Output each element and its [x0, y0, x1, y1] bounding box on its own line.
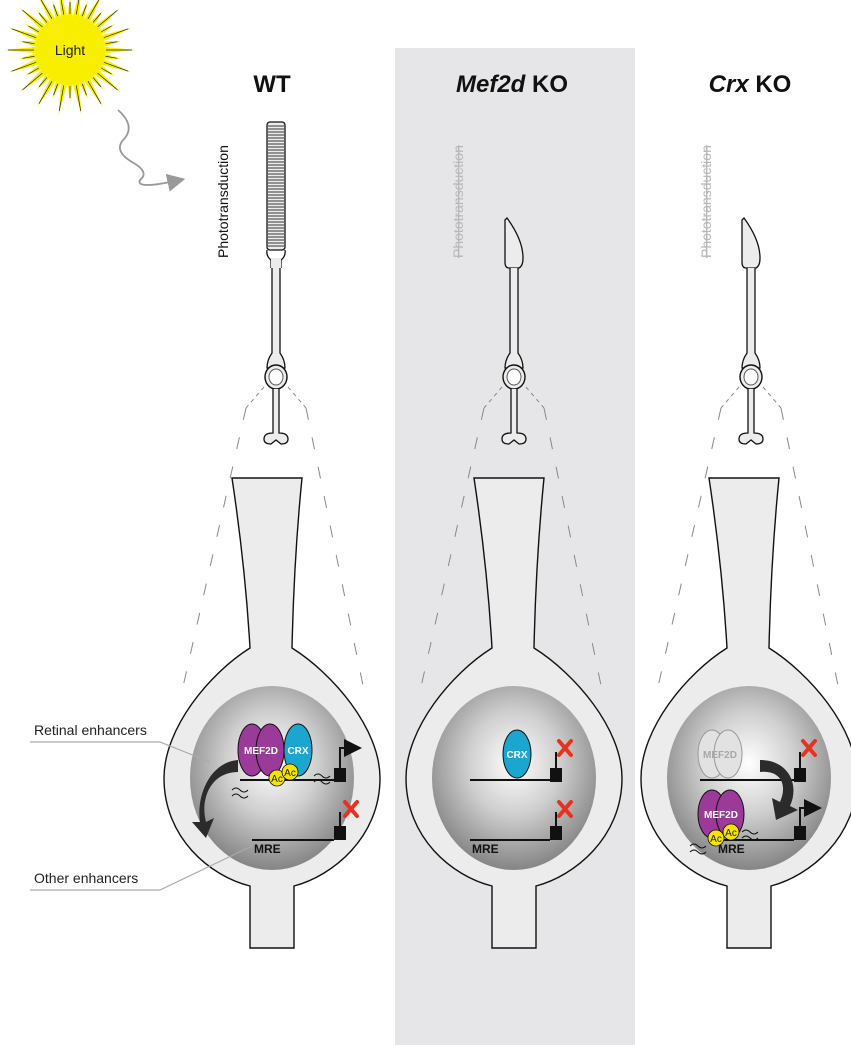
other-enhancers-label: Other enhancers [34, 870, 138, 886]
mre-label: MRE [254, 842, 281, 856]
phototransduction-label-crx-ko: Phototransduction [698, 145, 714, 258]
mef2d-protein-label: MEF2D [704, 810, 738, 821]
sun-label: Light [55, 42, 85, 58]
retinal-enhancers-label: Retinal enhancers [34, 722, 147, 738]
rod-photoreceptor-crx-ko [721, 218, 781, 444]
acetylation-label: Ac [271, 774, 283, 785]
crx-protein-label: CRX [287, 746, 308, 757]
promoter-box [334, 768, 346, 782]
mre-label: MRE [718, 842, 745, 856]
mre-label: MRE [472, 842, 499, 856]
light-wave-arrow [118, 110, 180, 185]
rod-photoreceptor-wt [246, 122, 306, 444]
cell-body-wt [164, 478, 380, 948]
crx-protein-label: CRX [506, 750, 527, 761]
phototransduction-label-mef2d-ko: Phototransduction [450, 145, 466, 258]
cell-body-crx-ko [641, 478, 851, 948]
mef2d-protein-label: MEF2D [244, 746, 278, 757]
panel-title-wt: WT [253, 71, 291, 98]
mef2d-faded-label: MEF2D [703, 750, 737, 761]
panel-title-mef2d-ko: Mef2d KO [456, 71, 568, 98]
svg-text:Ac: Ac [725, 828, 737, 839]
panel-title-crx-ko: Crx KO [709, 71, 792, 98]
phototransduction-label-wt: Phototransduction [215, 145, 231, 258]
svg-text:Ac: Ac [284, 768, 296, 779]
sun-icon: Light [4, 0, 136, 115]
